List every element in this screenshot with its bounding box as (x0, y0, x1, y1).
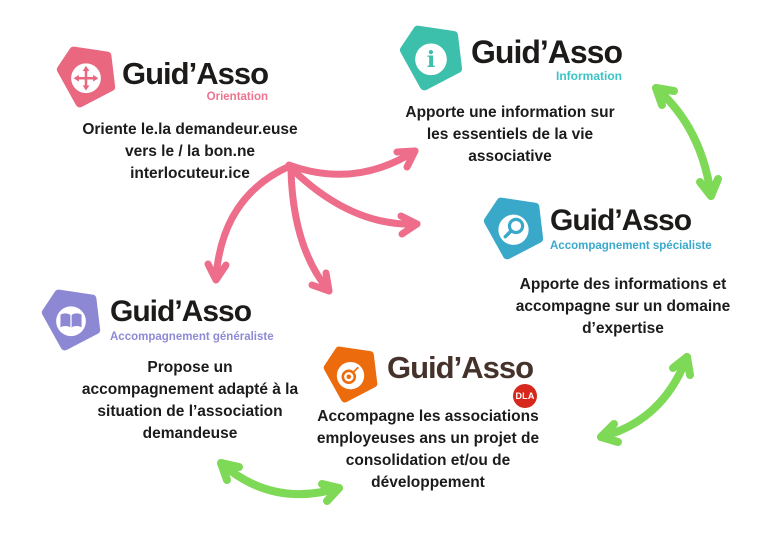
subtitle-text: Information (556, 69, 623, 83)
arrow-generaliste-dla (217, 459, 343, 499)
brand-text: Guid’Asso (471, 34, 623, 70)
information-wordmark: Guid’Asso Information (471, 34, 623, 83)
specialiste-badge (483, 197, 544, 260)
description-line: les essentiels de la vie (426, 126, 594, 143)
open-book-icon (60, 313, 82, 328)
arrow-to-dla (287, 166, 333, 295)
specialiste-wordmark: Guid’Asso Accompagnement spécialiste (550, 206, 712, 253)
arrow-to-generaliste (212, 162, 294, 282)
subtitle-text: Accompagnement spécialiste (550, 240, 712, 252)
description-line: Propose un (147, 359, 233, 376)
arrowhead (318, 480, 343, 505)
information-badge: i (399, 25, 463, 91)
description-line: situation de l’association (97, 403, 283, 420)
description-line: consolidation et/ou de (345, 452, 511, 469)
information-description: Apporte une information sur les essentie… (378, 102, 642, 168)
arrow-information-specialiste (652, 84, 715, 200)
arrowhead (397, 212, 421, 238)
generaliste-badge (41, 289, 101, 351)
dla-description: Accompagne les associations employeuses … (291, 406, 565, 494)
green-link-arrows (217, 84, 722, 505)
description-line: demandeuse (142, 425, 238, 442)
arrowhead (393, 147, 419, 171)
arrowhead (652, 84, 678, 109)
description-line: Apporte une information sur (405, 104, 615, 121)
description-line: employeuses ans un projet de (316, 430, 540, 447)
arrowhead (669, 353, 694, 379)
description-line: associative (468, 148, 552, 165)
arrowhead (308, 269, 333, 295)
description-line: d’expertise (582, 320, 664, 337)
brand-text: Guid’Asso (387, 350, 534, 385)
description-line: accompagne sur un domaine (515, 298, 731, 315)
generaliste-description: Propose un accompagnement adapté à la si… (33, 357, 347, 445)
info-icon: i (427, 47, 436, 73)
dla-badge (323, 346, 378, 403)
arrow-specialiste-dla (597, 353, 691, 441)
brand-text: Guid’Asso (110, 295, 252, 328)
directions-cross-icon (73, 65, 99, 91)
magnifier-icon (503, 217, 525, 239)
dla-label-badge: DLA (513, 384, 537, 408)
arrowhead (597, 420, 622, 446)
arrowhead (696, 175, 722, 200)
description-line: vers le / la bon.ne (124, 143, 256, 160)
brand-text: Guid’Asso (122, 56, 269, 91)
subtitle-text: Accompagnement généraliste (110, 331, 274, 343)
orientation-description: Oriente le.la demandeur.euse vers le / l… (33, 119, 347, 185)
specialiste-description: Apporte des informations et accompagne s… (486, 274, 760, 340)
description-line: interlocuteur.ice (130, 165, 250, 182)
description-line: développement (371, 474, 485, 491)
description-line: Apporte des informations et (519, 276, 727, 293)
arrow-to-information (285, 147, 419, 178)
target-icon (341, 366, 359, 385)
description-line: Oriente le.la demandeur.euse (82, 121, 298, 138)
description-line: Accompagne les associations (317, 408, 539, 425)
pink-orientation-arrows (204, 147, 421, 295)
orientation-badge (56, 46, 116, 108)
orientation-wordmark: Guid’Asso Orientation (122, 56, 269, 104)
arrow-to-specialiste (288, 165, 421, 228)
generaliste-wordmark: Guid’Asso Accompagnement généraliste (110, 297, 274, 344)
subtitle-text: Orientation (206, 91, 269, 103)
arrowhead (217, 459, 243, 484)
dla-wordmark: Guid’Asso (387, 350, 534, 385)
arrowhead (204, 260, 230, 284)
description-line: accompagnement adapté à la (81, 381, 299, 398)
brand-text: Guid’Asso (550, 204, 692, 237)
